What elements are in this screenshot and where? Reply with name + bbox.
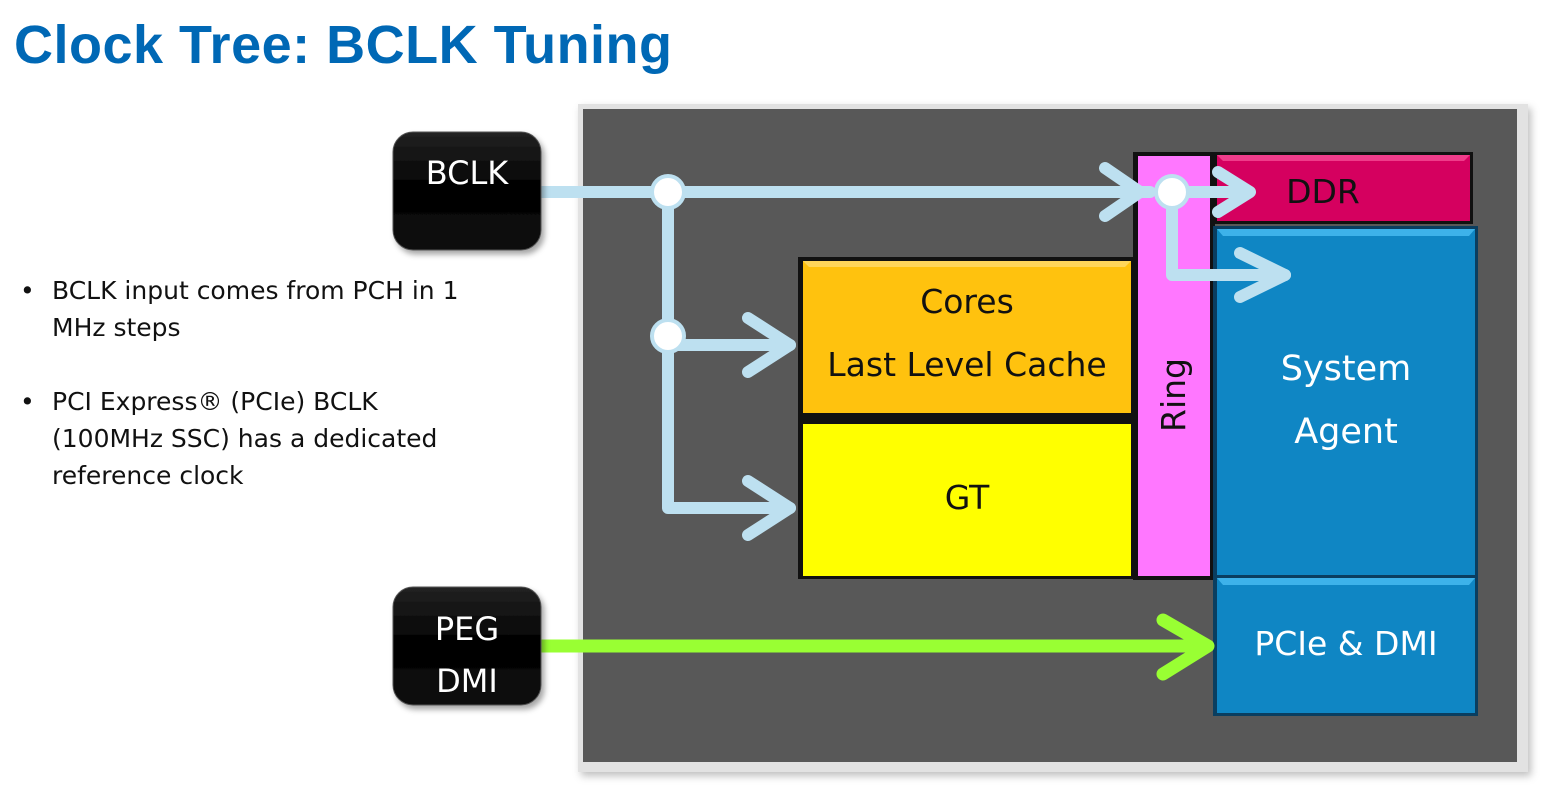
ring-arrow-head <box>1099 162 1146 222</box>
peg-dmi-clock-line <box>533 613 1215 681</box>
gt-arrow-head <box>742 475 796 541</box>
peg-dmi-input-box: PEG DMI <box>392 586 542 706</box>
bclk-input-box: BCLK <box>392 131 542 251</box>
cores-arrow-head <box>742 312 796 378</box>
system-label: System <box>1281 349 1412 389</box>
bclk-label: BCLK <box>426 154 510 192</box>
bullet-text: PCI Express® (PCIe) BCLK (100MHz SSC) ha… <box>52 387 438 490</box>
ddr-label: DDR <box>1286 172 1360 211</box>
bullet-item: • BCLK input comes from PCH in 1 MHz ste… <box>20 272 490 346</box>
cores-label: Cores <box>920 282 1014 321</box>
peg-label: PEG <box>435 610 499 648</box>
bullet-item: • PCI Express® (PCIe) BCLK (100MHz SSC) … <box>20 383 490 494</box>
bullet-list: • BCLK input comes from PCH in 1 MHz ste… <box>20 272 490 531</box>
ring-junction-node <box>1154 174 1190 210</box>
system-agent-branch-line <box>1166 186 1291 281</box>
bullet-marker: • <box>20 276 35 305</box>
dmi-label: DMI <box>436 662 498 700</box>
gt-block: GT <box>803 424 1131 576</box>
bullet-text: BCLK input comes from PCH in 1 MHz steps <box>52 276 459 342</box>
llc-label: Last Level Cache <box>827 345 1106 384</box>
ddr-block: DDR <box>1213 152 1473 224</box>
pcie-dmi-label: PCIe & DMI <box>1254 624 1437 663</box>
ring-label: Ring <box>1154 358 1193 432</box>
pcie-dmi-block: PCIe & DMI <box>1217 578 1475 713</box>
bclk-clock-tree <box>534 162 1291 541</box>
gt-branch-line <box>662 186 796 514</box>
ddr-arrow-head <box>1212 166 1256 218</box>
system-agent-arrow-head <box>1234 247 1291 303</box>
slide-title: Clock Tree: BCLK Tuning <box>14 15 673 75</box>
gt-label: GT <box>945 478 990 517</box>
bclk-junction-node <box>650 174 686 210</box>
cores-junction-node <box>650 318 686 354</box>
agent-label: Agent <box>1294 412 1398 452</box>
bullet-marker: • <box>20 387 35 416</box>
